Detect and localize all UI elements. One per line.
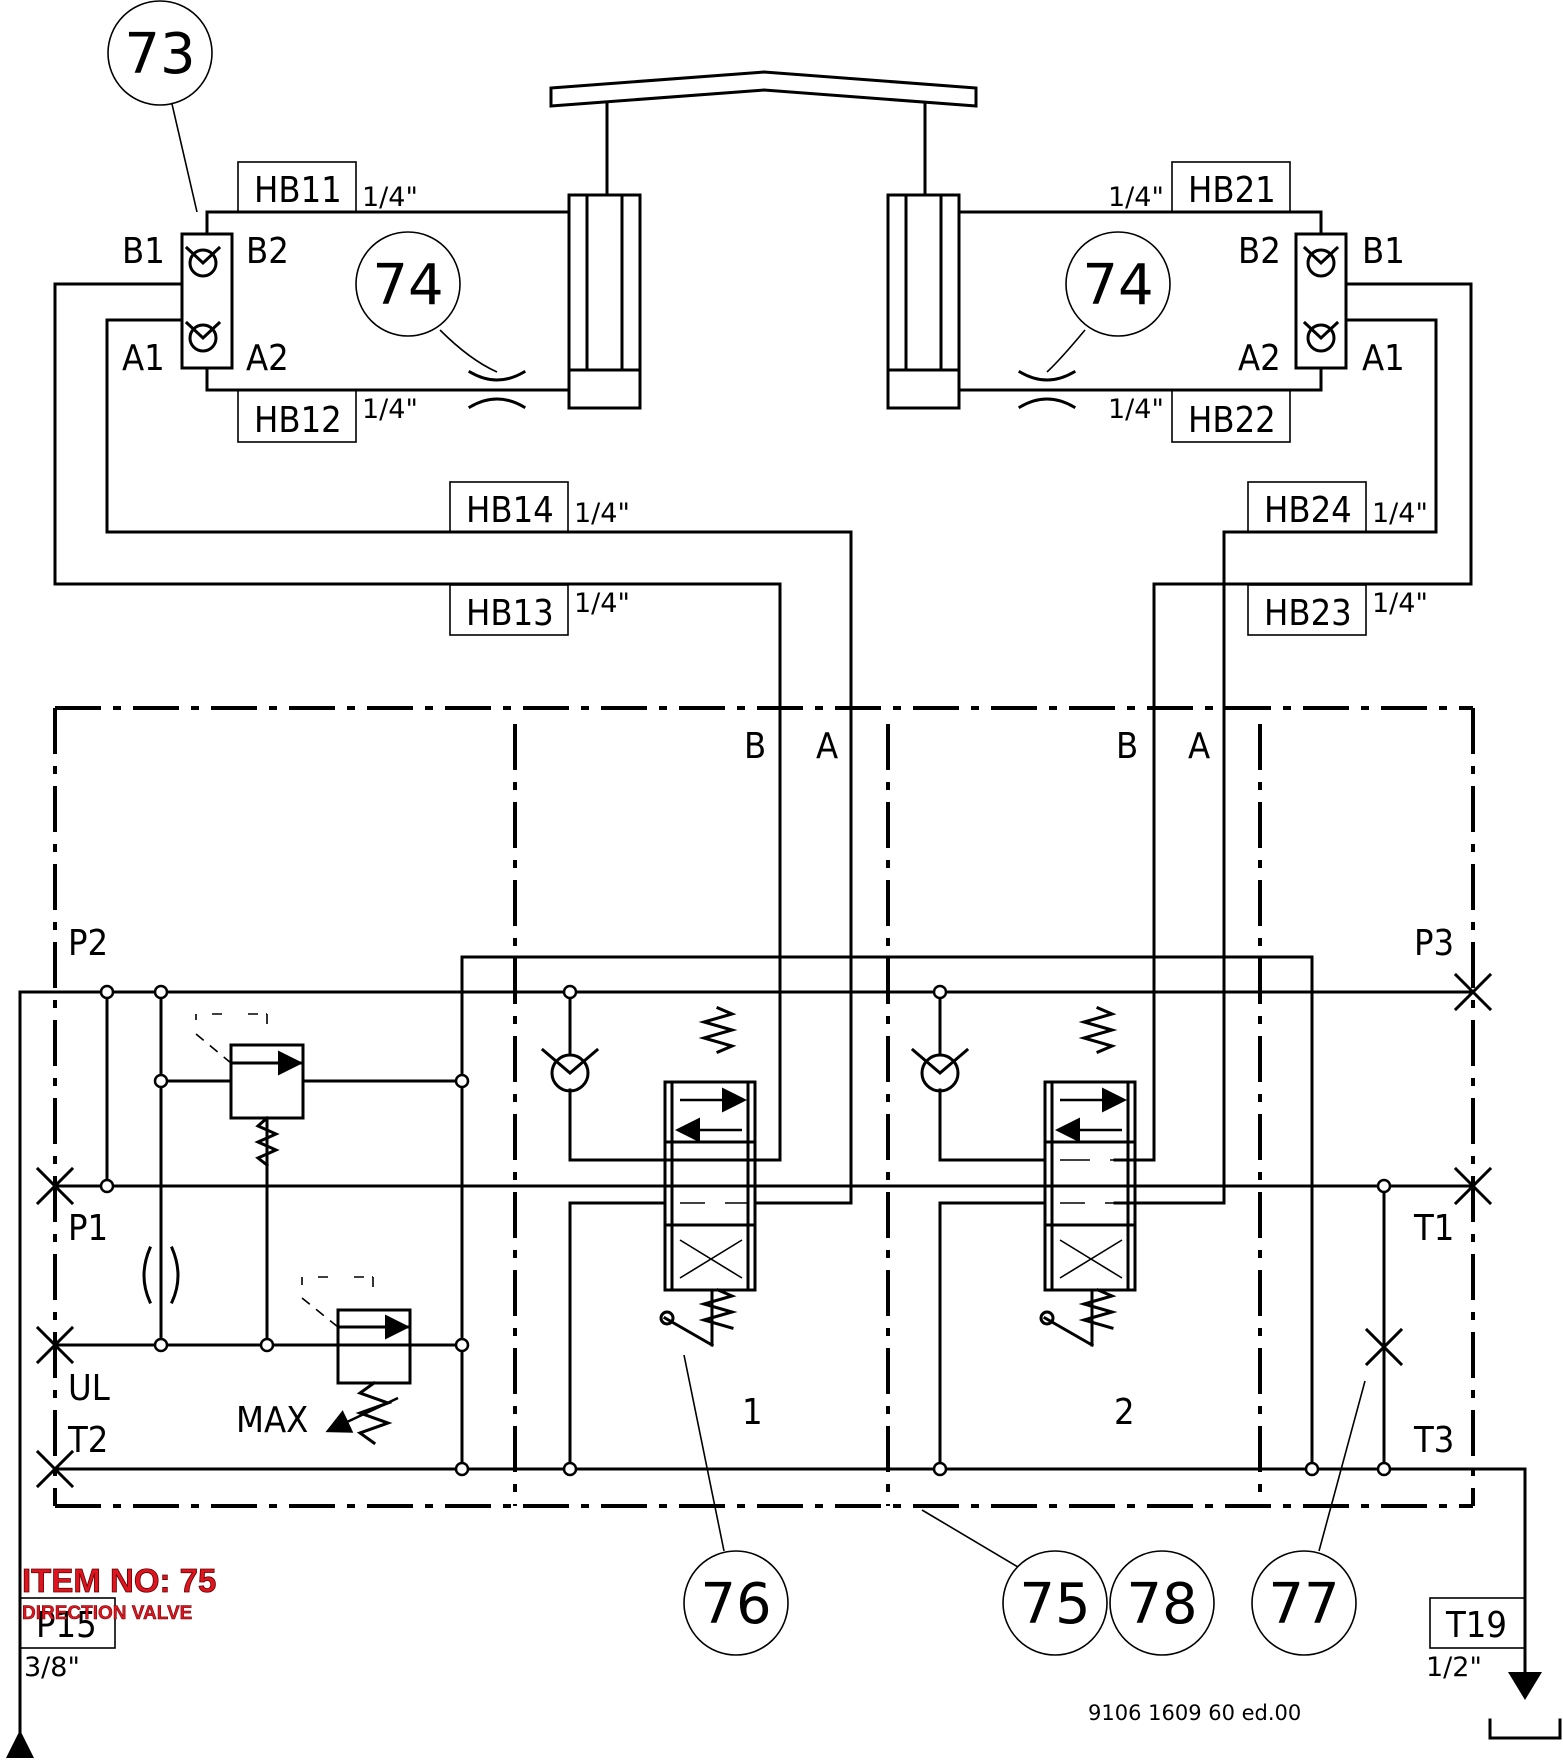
check-valve-port-labels: B1 B2 A1 A2 B2 B1 A2 A1 — [122, 231, 1405, 379]
port-b1-right: B1 — [1362, 231, 1405, 272]
hose-hb22: HB22 — [1188, 400, 1276, 441]
size-hb14: 1/4" — [574, 498, 630, 529]
port-b2-right: B2 — [1238, 231, 1281, 272]
balloon-77: 77 — [1268, 1572, 1339, 1637]
balloon-74-left: 74 — [372, 253, 443, 318]
hose-hb24: HB24 — [1264, 490, 1352, 531]
port-a-section-2: A — [1188, 726, 1210, 767]
port-a2-right: A2 — [1238, 338, 1281, 379]
size-hb12: 1/4" — [362, 394, 418, 425]
size-hb22: 1/4" — [1108, 394, 1164, 425]
hose-labels: HB11 HB12 HB21 HB22 HB14 HB13 HB24 HB23 … — [36, 170, 1507, 1646]
port-p1: P1 — [68, 1208, 108, 1249]
port-p2: P2 — [68, 923, 108, 964]
port-a2-left: A2 — [246, 338, 289, 379]
check-valve-block-left — [180, 232, 234, 370]
balloon-73: 73 — [124, 22, 195, 87]
balloon-74-right: 74 — [1082, 253, 1153, 318]
port-t3: T3 — [1413, 1420, 1454, 1461]
port-a1-right: A1 — [1362, 338, 1405, 379]
hose-hb14: HB14 — [466, 490, 554, 531]
port-a-section-1: A — [816, 726, 838, 767]
size-hb21: 1/4" — [1108, 182, 1164, 213]
port-t2: T2 — [67, 1420, 108, 1461]
pilot-relief-valve — [195, 1013, 305, 1168]
size-t19: 1/2" — [1426, 1652, 1482, 1683]
valve-body-frame — [53, 706, 1475, 1508]
hose-t19: T19 — [1445, 1605, 1507, 1646]
hose-hb13: HB13 — [466, 593, 554, 634]
port-b-section-1: B — [744, 726, 766, 767]
steering-pedal — [549, 70, 978, 197]
balloon-78: 78 — [1126, 1572, 1197, 1637]
junctions — [99, 984, 1392, 1477]
size-hb13: 1/4" — [574, 588, 630, 619]
port-ul: UL — [68, 1368, 110, 1409]
hose-label-boxes — [19, 161, 1526, 1649]
balloon-numbers: 73 74 74 76 75 78 77 — [124, 22, 1339, 1637]
balloon-circles — [107, 0, 1366, 1656]
spool-valve-1 — [659, 1006, 757, 1348]
balloon-75: 75 — [1019, 1572, 1090, 1637]
hose-hb11: HB11 — [254, 170, 342, 211]
size-hb11: 1/4" — [362, 182, 418, 213]
internal-lines — [18, 955, 1527, 1742]
port-t1: T1 — [1413, 1208, 1454, 1249]
section-number-1: 1 — [742, 1392, 763, 1433]
spool-valve-2 — [1039, 1006, 1137, 1348]
drawing-reference: 9106 1609 60 ed.00 — [1088, 1701, 1301, 1725]
check-valve-block-right — [1294, 232, 1348, 370]
balloon-76: 76 — [700, 1572, 771, 1637]
size-hb23: 1/4" — [1372, 588, 1428, 619]
cylinder-left — [567, 193, 642, 410]
pressure-inlet-triangle — [6, 1730, 34, 1758]
port-b-section-2: B — [1116, 726, 1138, 767]
item-description: DIRECTION VALVE — [22, 1603, 192, 1624]
label-max: MAX — [236, 1400, 308, 1441]
port-p3: P3 — [1414, 923, 1454, 964]
size-labels: 1/4" 1/4" 1/4" 1/4" 1/4" 1/4" 1/4" 1/4" … — [24, 182, 1482, 1683]
section-number-2: 2 — [1114, 1392, 1135, 1433]
hose-hb23: HB23 — [1264, 593, 1352, 634]
port-b1-left: B1 — [122, 231, 165, 272]
item-number-title: ITEM NO: 75 — [22, 1562, 216, 1599]
size-p15: 3/8" — [24, 1652, 80, 1683]
port-plugs — [35, 972, 1493, 1489]
hose-hb12: HB12 — [254, 400, 342, 441]
check-valve-section-1 — [540, 1047, 600, 1093]
valve-port-labels: B A B A P2 P3 P1 T1 UL T2 T3 MAX 1 2 — [67, 726, 1454, 1461]
port-b2-left: B2 — [246, 231, 289, 272]
main-relief-valve — [301, 1276, 412, 1446]
size-hb24: 1/4" — [1372, 498, 1428, 529]
check-valve-section-2 — [910, 1047, 970, 1093]
cylinder-right — [886, 193, 961, 410]
port-a1-left: A1 — [122, 338, 165, 379]
hose-hb21: HB21 — [1188, 170, 1276, 211]
tank-symbol — [1488, 1672, 1562, 1740]
orifice-symbol — [142, 1246, 180, 1304]
hose-p15: P15 — [36, 1605, 97, 1646]
